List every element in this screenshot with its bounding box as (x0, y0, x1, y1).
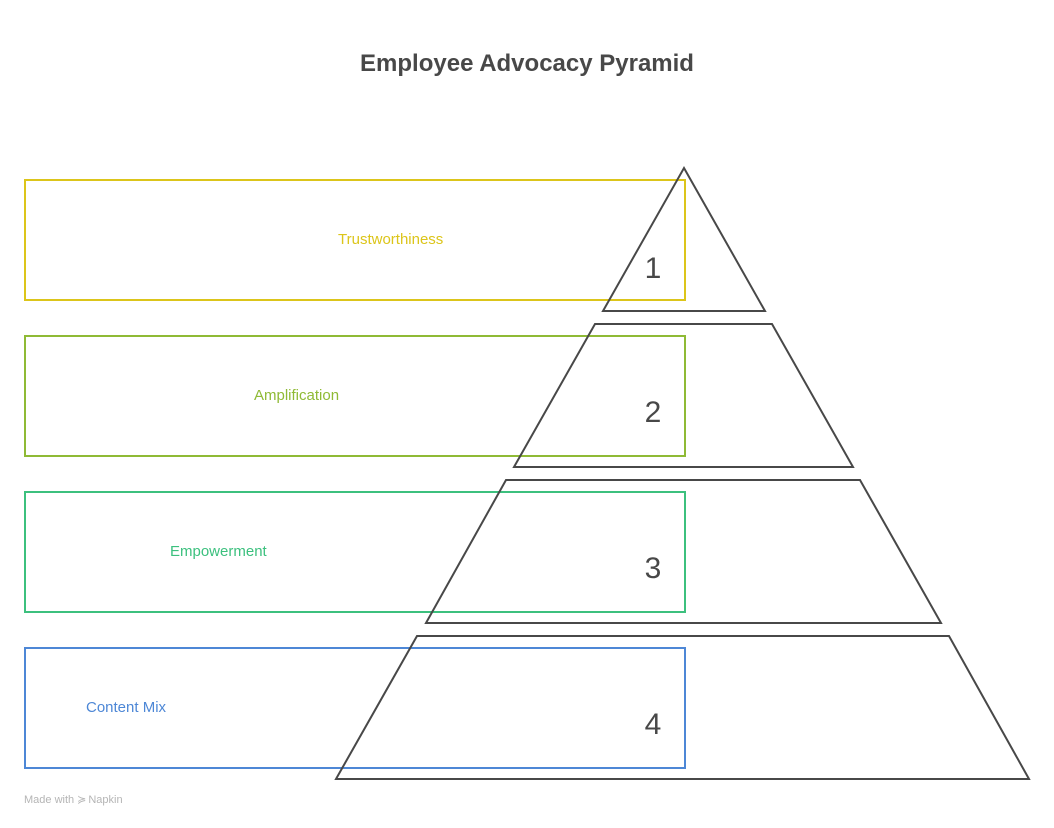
level-2-label: Amplification (254, 387, 340, 404)
footer-attribution: Made with≽Napkin (24, 793, 123, 806)
footer-prefix: Made with (24, 794, 75, 806)
diagram-title: Employee Advocacy Pyramid (360, 50, 694, 77)
pyramid-tier-4 (334, 635, 1031, 780)
level-3-box (24, 491, 686, 613)
level-4-box (24, 647, 686, 769)
level-1-box (24, 179, 686, 301)
level-4-label: Content Mix (86, 699, 167, 716)
napkin-logo-icon: ≽ (77, 794, 87, 806)
level-3-number: 3 (644, 552, 662, 585)
level-2-number: 2 (644, 396, 662, 429)
level-4-number: 4 (644, 708, 662, 741)
level-1-label: Trustworthiness (338, 231, 444, 248)
pyramid-tier-2 (512, 323, 855, 468)
level-1-number: 1 (644, 252, 662, 285)
level-3-label: Empowerment (170, 543, 267, 560)
pyramid-tier-3 (424, 479, 943, 624)
level-2-box (24, 335, 686, 457)
pyramid-tier-1 (601, 165, 767, 312)
footer-brand: Napkin (88, 794, 123, 806)
